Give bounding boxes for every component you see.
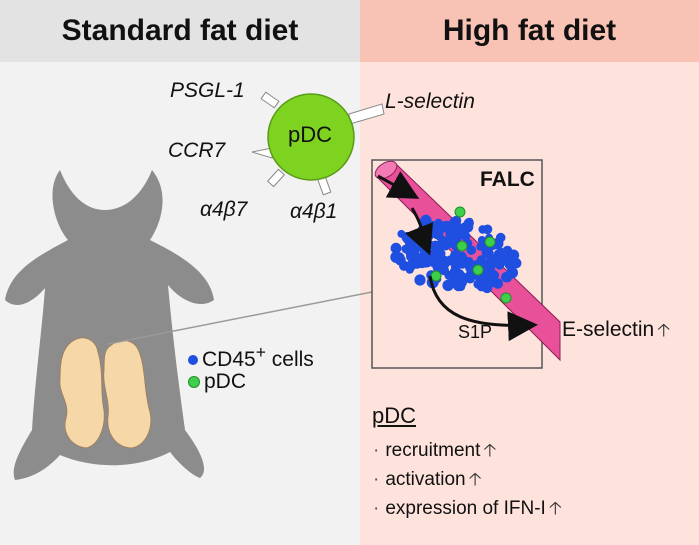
arrow-up-icon: 🡡 [483,440,497,460]
lselectin-label: L-selectin [385,90,475,113]
effect-activation: activation [385,469,466,490]
cd45-cell [394,252,404,261]
pdc-cell-dot [472,264,484,276]
legend-pdc-text: pDC [204,370,247,393]
cd45-cell [461,221,474,233]
pdc-cell-dot [454,206,466,218]
legend-cd45: CD45+ cells [188,342,314,372]
s1p-egress-arrow [428,275,538,342]
cd45-cell [473,279,483,289]
eselectin-text: E-selectin [562,318,655,341]
pdc-cell-dot [456,240,468,252]
cd45-cell [456,277,467,288]
a4b7-label: α4β7 [200,198,248,221]
extravasation-arrow [405,207,434,256]
legend-cd45-text: CD45 [202,348,256,371]
pdc-cell [251,91,385,196]
cd45-cell [507,250,517,260]
pdc-cell-dot [500,292,512,304]
mouse-silhouette [5,170,214,480]
effects-title: pDC [372,403,417,428]
legend-cd45-suffix: cells [265,348,314,371]
pdc-cell-dot [484,236,496,248]
cd45-cell [502,273,512,283]
cd45-cell [414,274,426,286]
effect-item: recruitment🡡 [373,436,562,465]
effect-ifn: expression of IFN-I [385,498,546,519]
cd45-cell [511,258,522,269]
cd45-cell [401,244,411,254]
high-fat-diet-header: High fat diet [360,0,699,62]
falc-label: FALC [480,168,535,191]
lselectin-receptor [348,103,385,125]
cd45-cell [489,270,500,280]
arrow-up-icon: 🡡 [468,469,482,489]
cd45-cell [451,265,461,275]
psgl1-receptor [260,91,280,109]
cd45-cell [466,245,477,255]
legend-cd45-sup: + [255,342,266,362]
cd45-cell [449,216,461,228]
psgl1-label: PSGL-1 [170,79,245,102]
pdc-cell-label: pDC [288,122,333,147]
cd45-cell [401,232,413,243]
arrow-up-icon: 🡡 [657,320,671,340]
ccr7-label: CCR7 [168,139,226,162]
effect-item: expression of IFN-I🡡 [373,494,562,523]
cd45-cell [416,256,428,269]
cd45-cell [432,223,441,232]
eselectin-label: E-selectin🡡 [562,318,670,348]
cd45-cell [452,234,462,244]
cd45-cell [482,224,493,235]
effect-recruitment: recruitment [385,440,481,461]
cd45-cell [390,242,402,254]
cd45-cell [434,249,444,259]
zoom-line [107,291,373,345]
cd45-cell [409,249,420,260]
standard-diet-header: Standard fat diet [0,0,360,62]
effects-list: recruitment🡡 activation🡡 expression of I… [373,436,562,523]
cd45-cell [476,255,486,265]
pdc-dot-icon [188,376,200,389]
pdc-cell-dot [430,270,442,282]
cd45-cell [445,230,454,239]
cd45-cell [439,236,449,245]
cd45-cell [481,246,494,259]
fat-pads [59,337,152,449]
arrow-up-icon: 🡡 [548,498,562,518]
legend-pdc: pDC [188,370,246,394]
effect-item: activation🡡 [373,465,562,494]
cd45-cell [460,231,471,241]
cd45-cell [496,247,505,256]
entry-arrow [377,171,420,199]
cd45-cell [452,250,463,260]
cd45-dot-icon [188,355,198,366]
a4b7-receptor [266,168,286,188]
cd45-cell [458,260,467,269]
a4b1-label: α4β1 [290,200,338,223]
cd45-cell [405,265,414,274]
ccr7-receptor [251,147,273,159]
cd45-cell [438,258,450,269]
s1p-label: S1P [458,322,493,342]
